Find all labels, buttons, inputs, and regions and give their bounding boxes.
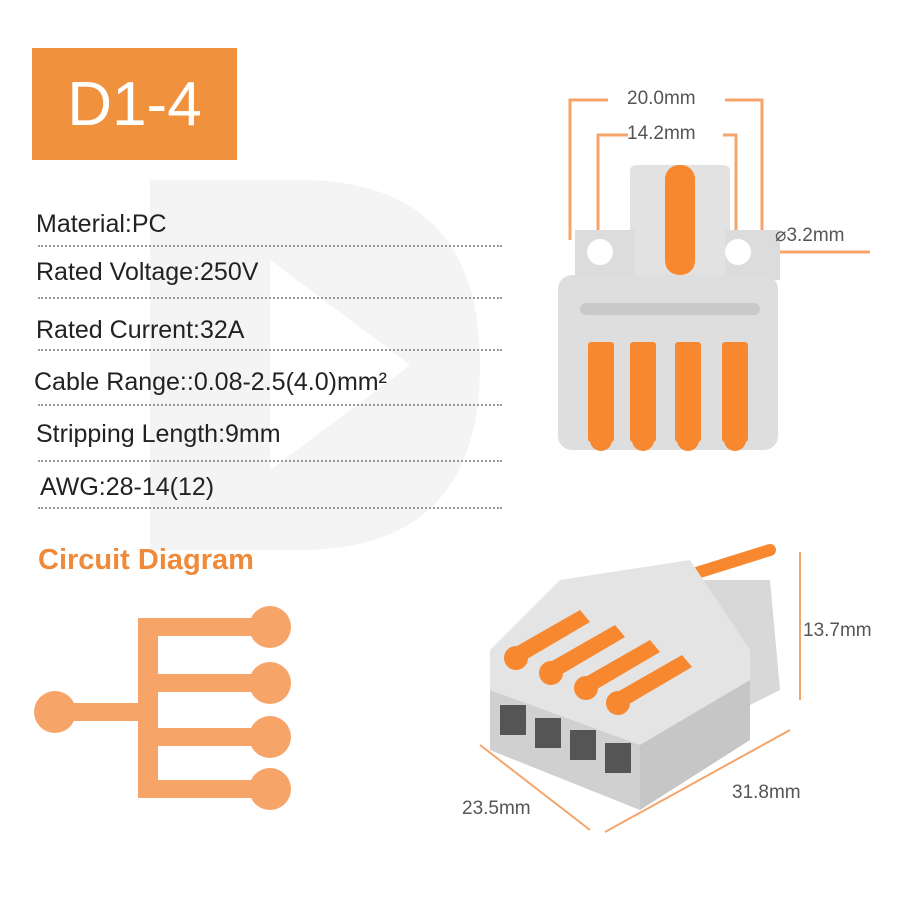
spec-voltage: Rated Voltage:250V bbox=[36, 258, 259, 286]
circuit-diagram bbox=[34, 606, 291, 810]
divider bbox=[38, 507, 502, 509]
model-badge: D1-4 bbox=[32, 48, 237, 160]
divider bbox=[38, 349, 502, 351]
divider bbox=[38, 460, 502, 462]
dim-depth: 23.5mm bbox=[462, 798, 531, 819]
connector-top-view bbox=[558, 98, 870, 451]
spec-awg: AWG:28-14(12) bbox=[40, 473, 215, 501]
divider bbox=[38, 297, 502, 299]
dimension-lines bbox=[568, 98, 870, 254]
divider bbox=[38, 245, 502, 247]
dim-height: 13.7mm bbox=[803, 620, 872, 641]
spec-stripping-length: Stripping Length:9mm bbox=[36, 420, 281, 448]
circuit-diagram-title: Circuit Diagram bbox=[38, 544, 254, 576]
spec-cable-range: Cable Range::0.08-2.5(4.0)mm² bbox=[34, 368, 387, 396]
dim-outer-width: 20.0mm bbox=[627, 88, 696, 109]
watermark-logo bbox=[150, 180, 480, 550]
spec-material: Material:PC bbox=[36, 210, 167, 238]
model-label: D1-4 bbox=[67, 69, 202, 139]
divider bbox=[38, 404, 502, 406]
spec-current: Rated Current:32A bbox=[36, 316, 245, 344]
dim-hole-spacing: 14.2mm bbox=[627, 123, 696, 144]
dim-hole-diameter: ⌀3.2mm bbox=[775, 225, 845, 246]
connector-iso-view bbox=[479, 544, 801, 833]
dim-length: 31.8mm bbox=[732, 782, 801, 803]
dimension-lines bbox=[479, 552, 801, 833]
